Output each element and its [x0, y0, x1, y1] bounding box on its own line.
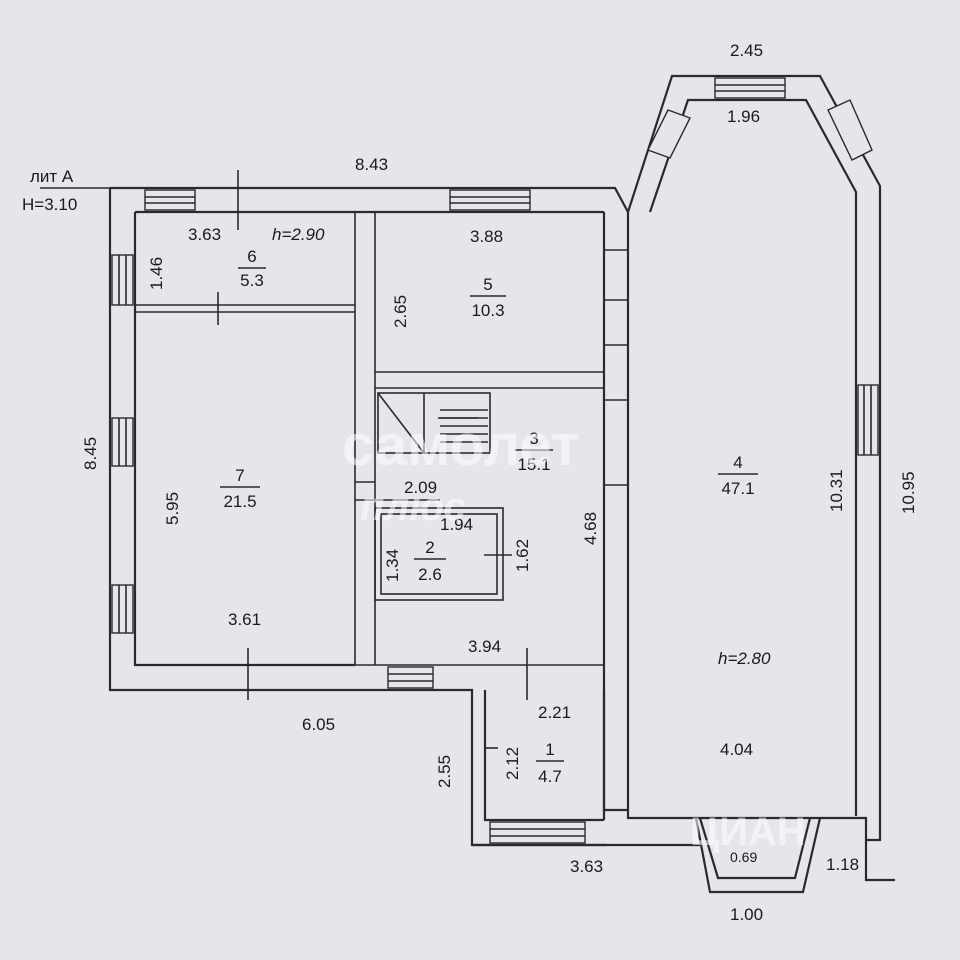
dim-1-18: 1.18 — [826, 855, 859, 874]
room-3-area: 15.1 — [517, 455, 550, 474]
dim-2-55: 2.55 — [435, 755, 454, 788]
dim-10-31: 10.31 — [827, 469, 846, 512]
room-5-number: 5 — [483, 275, 492, 294]
dim-2-45: 2.45 — [730, 41, 763, 60]
dim-3-63-bottom: 3.63 — [570, 857, 603, 876]
dim-0-69: 0.69 — [730, 849, 757, 865]
lit-label: лит А — [30, 167, 74, 186]
dim-3-94: 3.94 — [468, 637, 501, 656]
dim-1-00: 1.00 — [730, 905, 763, 924]
dim-1-94: 1.94 — [440, 515, 473, 534]
room-5-area: 10.3 — [471, 301, 504, 320]
dim-4-68: 4.68 — [581, 512, 600, 545]
watermark-sub: плюс — [360, 485, 466, 529]
ceiling-height-lower: h=2.80 — [718, 649, 771, 668]
room-4-number: 4 — [733, 453, 742, 472]
dim-4-04: 4.04 — [720, 740, 753, 759]
dim-2-21: 2.21 — [538, 703, 571, 722]
height-label: Н=3.10 — [22, 195, 77, 214]
dim-1-34: 1.34 — [383, 549, 402, 582]
dim-2-12: 2.12 — [503, 747, 522, 780]
watermark-corner: ЦИАН — [690, 810, 806, 854]
dim-3-88: 3.88 — [470, 227, 503, 246]
room-6-number: 6 — [247, 247, 256, 266]
dim-1-46: 1.46 — [147, 257, 166, 290]
dim-2-65: 2.65 — [391, 295, 410, 328]
room-2-area: 2.6 — [418, 565, 442, 584]
room-6-area: 5.3 — [240, 271, 264, 290]
dim-10-95: 10.95 — [899, 471, 918, 514]
dim-6-05: 6.05 — [302, 715, 335, 734]
dim-2-09: 2.09 — [404, 478, 437, 497]
room-4-area: 47.1 — [721, 479, 754, 498]
room-1-area: 4.7 — [538, 767, 562, 786]
room-7-area: 21.5 — [223, 492, 256, 511]
dim-3-63-top: 3.63 — [188, 225, 221, 244]
dim-5-95: 5.95 — [163, 492, 182, 525]
dim-1-62: 1.62 — [513, 539, 532, 572]
dim-3-61: 3.61 — [228, 610, 261, 629]
dim-1-96: 1.96 — [727, 107, 760, 126]
room-2-number: 2 — [425, 538, 434, 557]
room-1-number: 1 — [545, 740, 554, 759]
watermark-brand: самолет — [342, 413, 579, 478]
windows — [111, 77, 879, 844]
room-labels: 6 5.3 5 10.3 3 15.1 4 47.1 7 21.5 2 2.6 … — [220, 247, 758, 786]
room-3-number: 3 — [529, 429, 538, 448]
dim-8-43: 8.43 — [355, 155, 388, 174]
ceiling-height-upper: h=2.90 — [272, 225, 325, 244]
room-7-number: 7 — [235, 466, 244, 485]
dim-8-45: 8.45 — [81, 437, 100, 470]
dimension-labels: 8.43 2.45 1.96 3.63 3.88 1.46 2.65 8.45 … — [81, 41, 918, 924]
interior-walls — [40, 170, 628, 749]
